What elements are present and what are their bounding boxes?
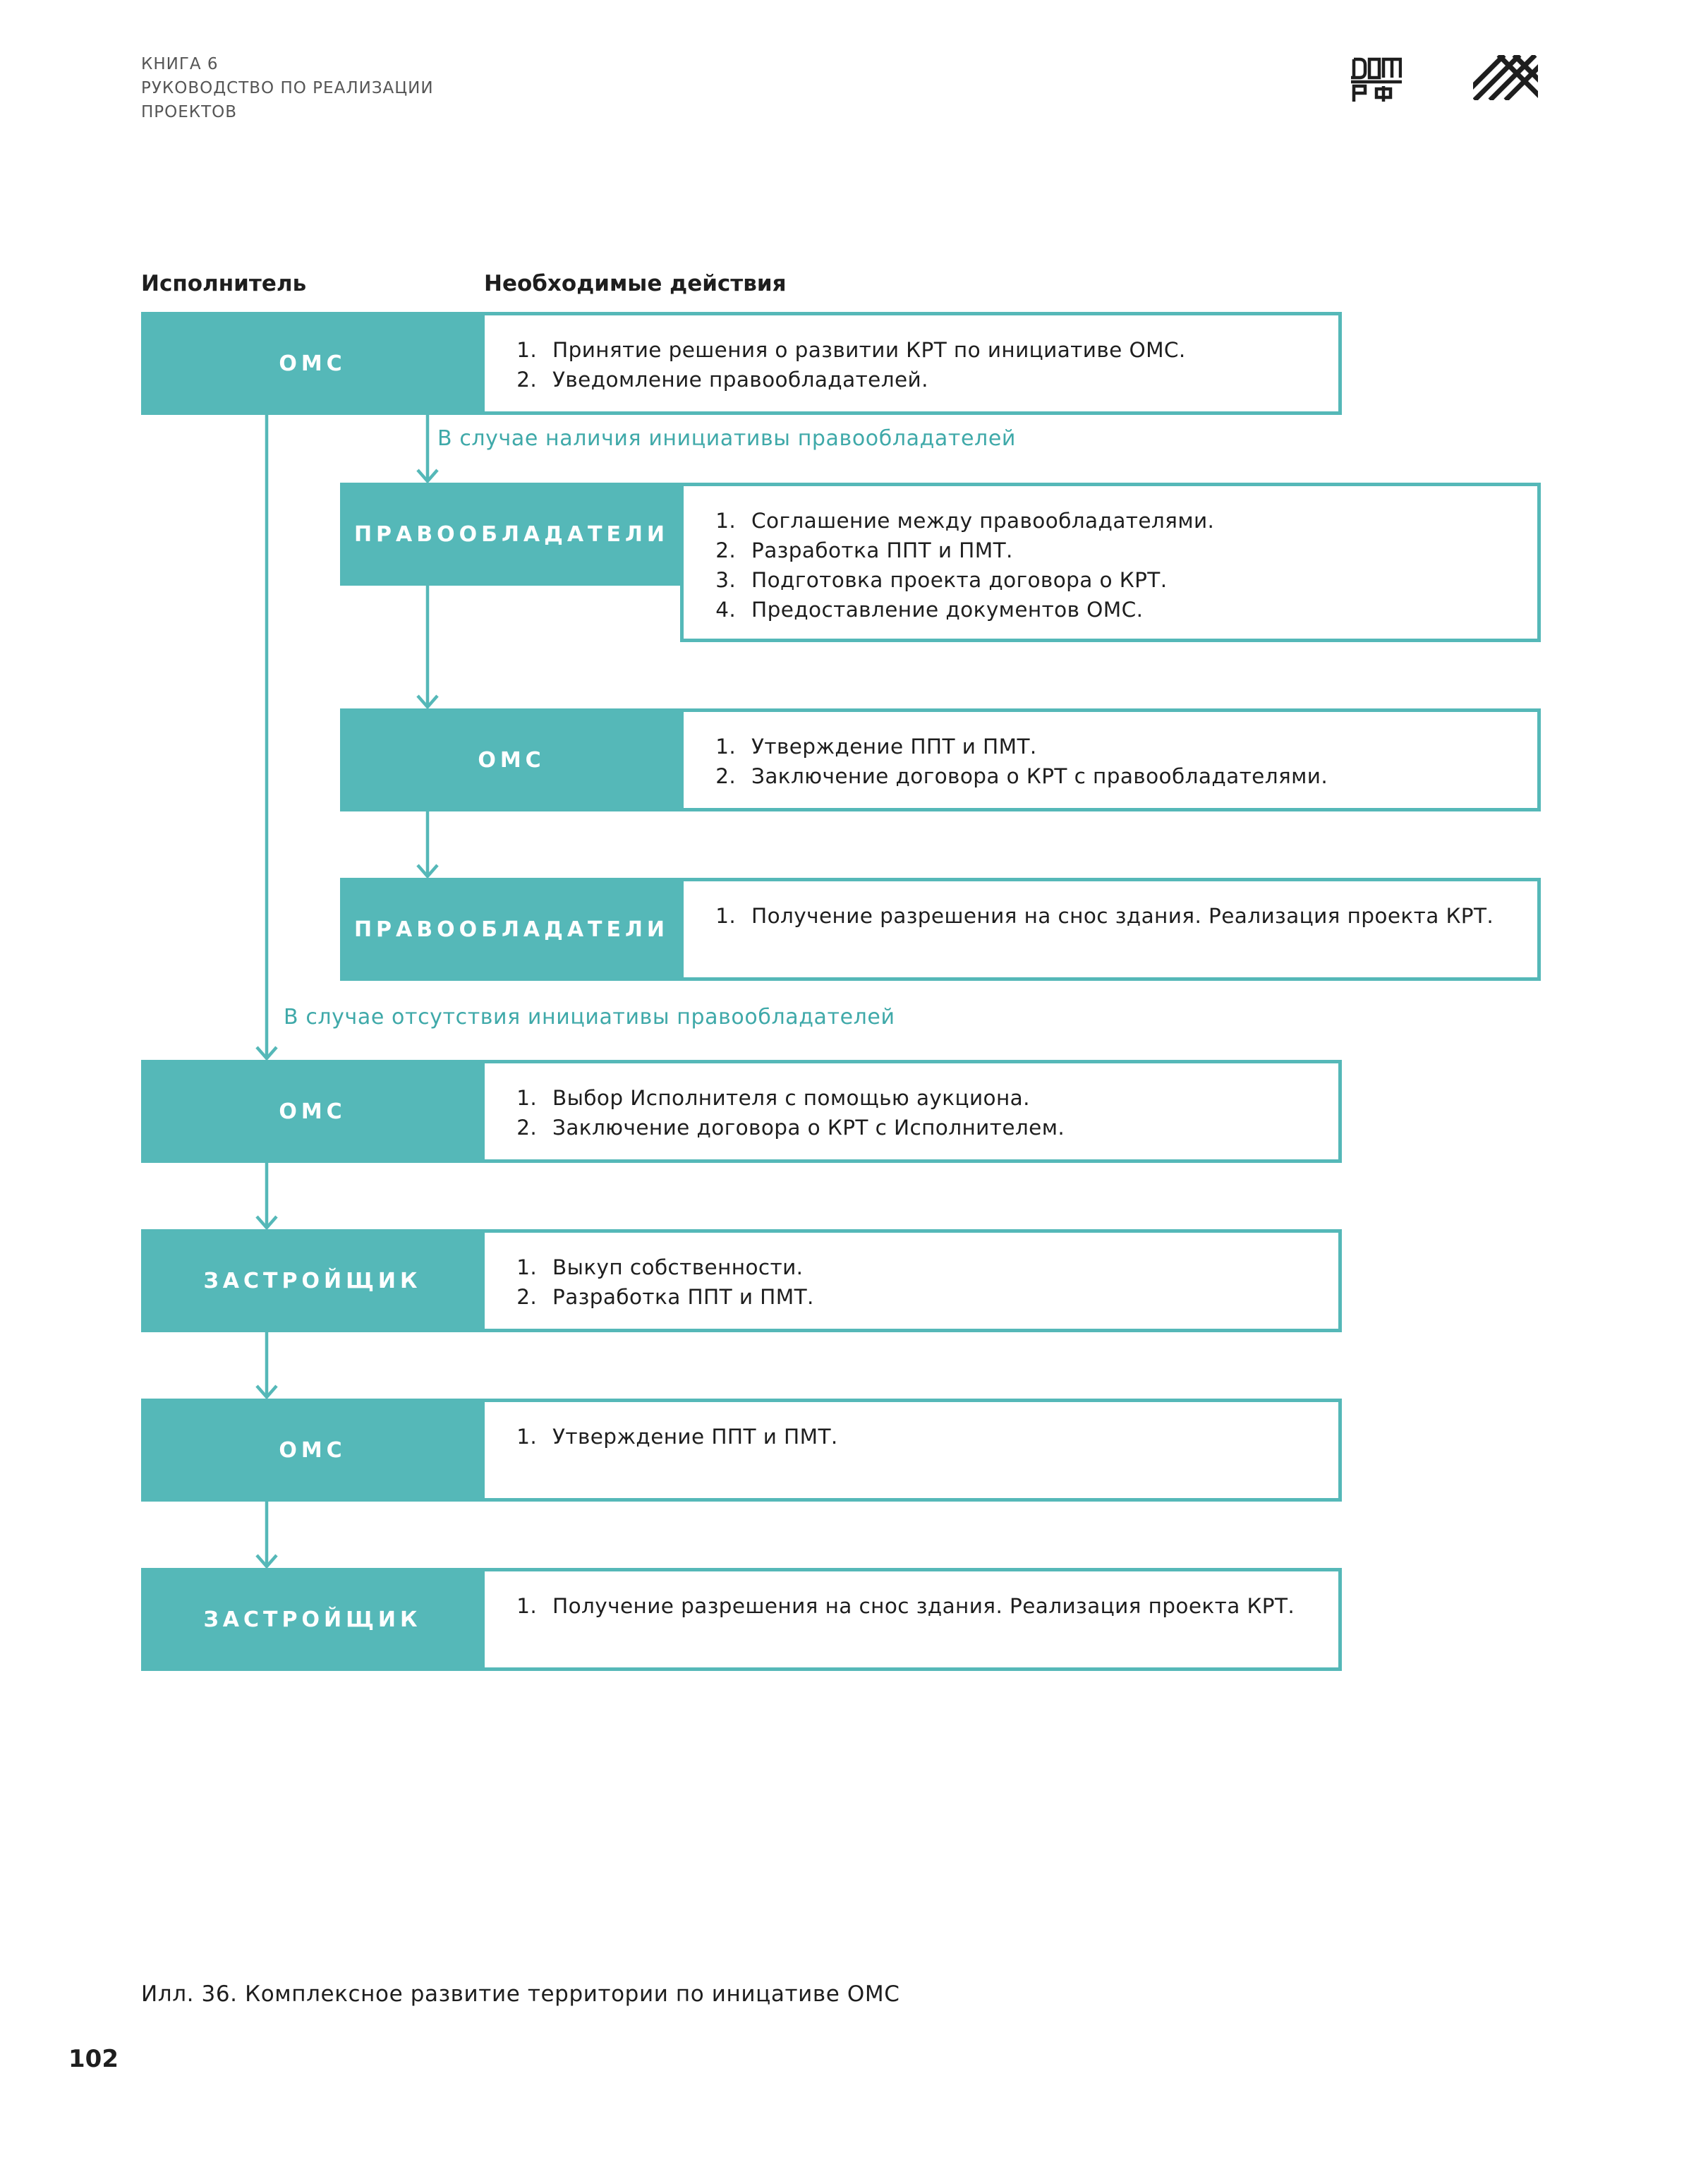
action-item: Выбор Исполнителя с помощью аукциона. [544, 1083, 1338, 1113]
step-actor: ОМС [141, 1399, 484, 1502]
action-item: Разработка ППТ и ПМТ. [544, 1282, 1338, 1312]
arrow-with-initiative-head [416, 469, 439, 484]
branch-label-with-initiative: В случае наличия инициативы правообладат… [437, 426, 1016, 451]
step-actions: Получение разрешения на снос здания. Реа… [680, 878, 1541, 981]
step-actions: Принятие решения о развитии КРТ по иници… [481, 312, 1342, 415]
step-actor: ОМС [141, 1060, 484, 1163]
step-actions: Выкуп собственности.Разработка ППТ и ПМТ… [481, 1229, 1342, 1332]
action-item: Утверждение ППТ и ПМТ. [743, 732, 1537, 761]
action-item: Разработка ППТ и ПМТ. [743, 536, 1537, 565]
action-item: Утверждение ППТ и ПМТ. [544, 1422, 1338, 1451]
arrow-step-3-4-head [416, 864, 439, 879]
flow-step: ЗАСТРОЙЩИК Получение разрешения на снос … [141, 1568, 1342, 1671]
figure-caption: Илл. 36. Комплексное развитие территории… [141, 1981, 900, 2007]
action-item: Получение разрешения на снос здания. Реа… [743, 901, 1537, 931]
action-item: Выкуп собственности. [544, 1252, 1338, 1282]
header-line-3: ПРОЕКТОВ [141, 103, 238, 121]
step-actions: Выбор Исполнителя с помощью аукциона.Зак… [481, 1060, 1342, 1163]
action-item: Заключение договора о КРТ с правообладат… [743, 761, 1537, 791]
page-number: 102 [68, 2045, 119, 2073]
header-line-2: РУКОВОДСТВО ПО РЕАЛИЗАЦИИ [141, 79, 434, 97]
header-line-1: КНИГА 6 [141, 55, 219, 73]
step-actor: ЗАСТРОЙЩИК [141, 1568, 484, 1671]
executor-column-header: Исполнитель [141, 271, 307, 296]
step-actor: ОМС [340, 708, 683, 811]
step-actor: ПРАВООБЛАДАТЕЛИ [340, 878, 683, 981]
action-item: Подготовка проекта договора о КРТ. [743, 565, 1537, 595]
diagonal-grid-logo-icon [1473, 55, 1538, 100]
arrow-step-2-3-head [416, 694, 439, 710]
dom-rf-logo-icon [1351, 57, 1402, 102]
actions-column-header: Необходимые действия [484, 271, 787, 296]
flow-step: ЗАСТРОЙЩИК Выкуп собственности.Разработк… [141, 1229, 1342, 1332]
arrow-without-initiative-head [255, 1046, 278, 1061]
step-actions: Утверждение ППТ и ПМТ. [481, 1399, 1342, 1502]
flow-step: ОМС Принятие решения о развитии КРТ по и… [141, 312, 1342, 415]
action-item: Принятие решения о развитии КРТ по иници… [544, 335, 1338, 365]
arrow-step-6-7-head [255, 1384, 278, 1400]
arrow-step-7-8-head [255, 1554, 278, 1569]
flow-step: ОМС Утверждение ППТ и ПМТ. [141, 1399, 1342, 1502]
step-actions: Получение разрешения на снос здания. Реа… [481, 1568, 1342, 1671]
step-actor: ПРАВООБЛАДАТЕЛИ [340, 483, 683, 586]
flow-step: ОМС Утверждение ППТ и ПМТ.Заключение дог… [340, 708, 1541, 811]
action-item: Заключение договора о КРТ с Исполнителем… [544, 1113, 1338, 1142]
flow-step: ПРАВООБЛАДАТЕЛИ Соглашение между правооб… [340, 483, 1541, 642]
step-actor: ОМС [141, 312, 484, 415]
action-item: Предоставление документов ОМС. [743, 595, 1537, 624]
step-actions: Соглашение между правообладателями.Разра… [680, 483, 1541, 642]
branch-label-without-initiative: В случае отсутствия инициативы правообла… [284, 1005, 895, 1030]
step-actor: ЗАСТРОЙЩИК [141, 1229, 484, 1332]
running-header: КНИГА 6 РУКОВОДСТВО ПО РЕАЛИЗАЦИИ ПРОЕКТ… [141, 52, 434, 124]
step-actions: Утверждение ППТ и ПМТ.Заключение договор… [680, 708, 1541, 811]
action-item: Получение разрешения на снос здания. Реа… [544, 1591, 1338, 1621]
action-item: Соглашение между правообладателями. [743, 506, 1537, 536]
arrow-step-5-6-head [255, 1215, 278, 1231]
flow-step: ПРАВООБЛАДАТЕЛИ Получение разрешения на … [340, 878, 1541, 981]
flow-step: ОМС Выбор Исполнителя с помощью аукциона… [141, 1060, 1342, 1163]
action-item: Уведомление правообладателей. [544, 365, 1338, 394]
